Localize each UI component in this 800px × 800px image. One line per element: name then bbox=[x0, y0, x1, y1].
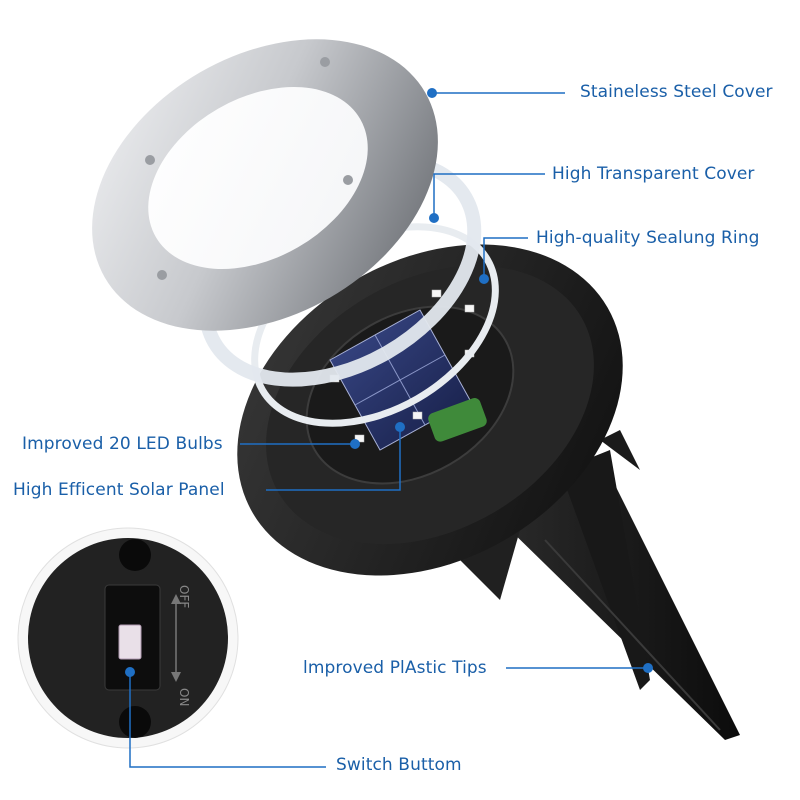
switch-toggle bbox=[118, 624, 142, 660]
callout-dot-switch bbox=[125, 667, 135, 677]
plastic-spike bbox=[455, 430, 740, 740]
callout-dot-transparent-cover bbox=[429, 213, 439, 223]
label-led-bulbs: Improved 20 LED Bulbs bbox=[22, 434, 223, 454]
label-sealing-ring: High-quality Sealung Ring bbox=[536, 228, 760, 248]
callout-line-transparent-cover bbox=[433, 173, 545, 218]
callout-dot-sealing-ring bbox=[479, 274, 489, 284]
callout-line-solar-panel bbox=[266, 427, 401, 491]
battery bbox=[428, 398, 487, 442]
label-plastic-tips: lmproved PlAstic Tips bbox=[303, 658, 487, 678]
callout-lines bbox=[129, 92, 648, 768]
callout-dots bbox=[125, 88, 653, 677]
callout-dot-led-bulbs bbox=[350, 439, 360, 449]
label-solar-panel: High Efficent Solar Panel bbox=[13, 480, 225, 500]
steel-cover bbox=[92, 39, 438, 331]
callout-line-sealing-ring bbox=[483, 237, 528, 279]
label-steel-cover: Staineless Steel Cover bbox=[580, 82, 773, 102]
switch-on-label: ON bbox=[177, 688, 191, 706]
callout-line-switch bbox=[129, 672, 326, 768]
label-switch-button: Switch Buttom bbox=[336, 755, 462, 775]
callout-dot-solar-panel bbox=[395, 422, 405, 432]
switch-inset bbox=[17, 527, 239, 749]
label-transparent-cover: High Transparent Cover bbox=[552, 164, 755, 184]
lamp-housing bbox=[237, 244, 623, 576]
callout-dot-steel-cover bbox=[427, 88, 437, 98]
callout-dot-plastic-tips bbox=[643, 663, 653, 673]
switch-off-label: OFF bbox=[177, 585, 191, 608]
